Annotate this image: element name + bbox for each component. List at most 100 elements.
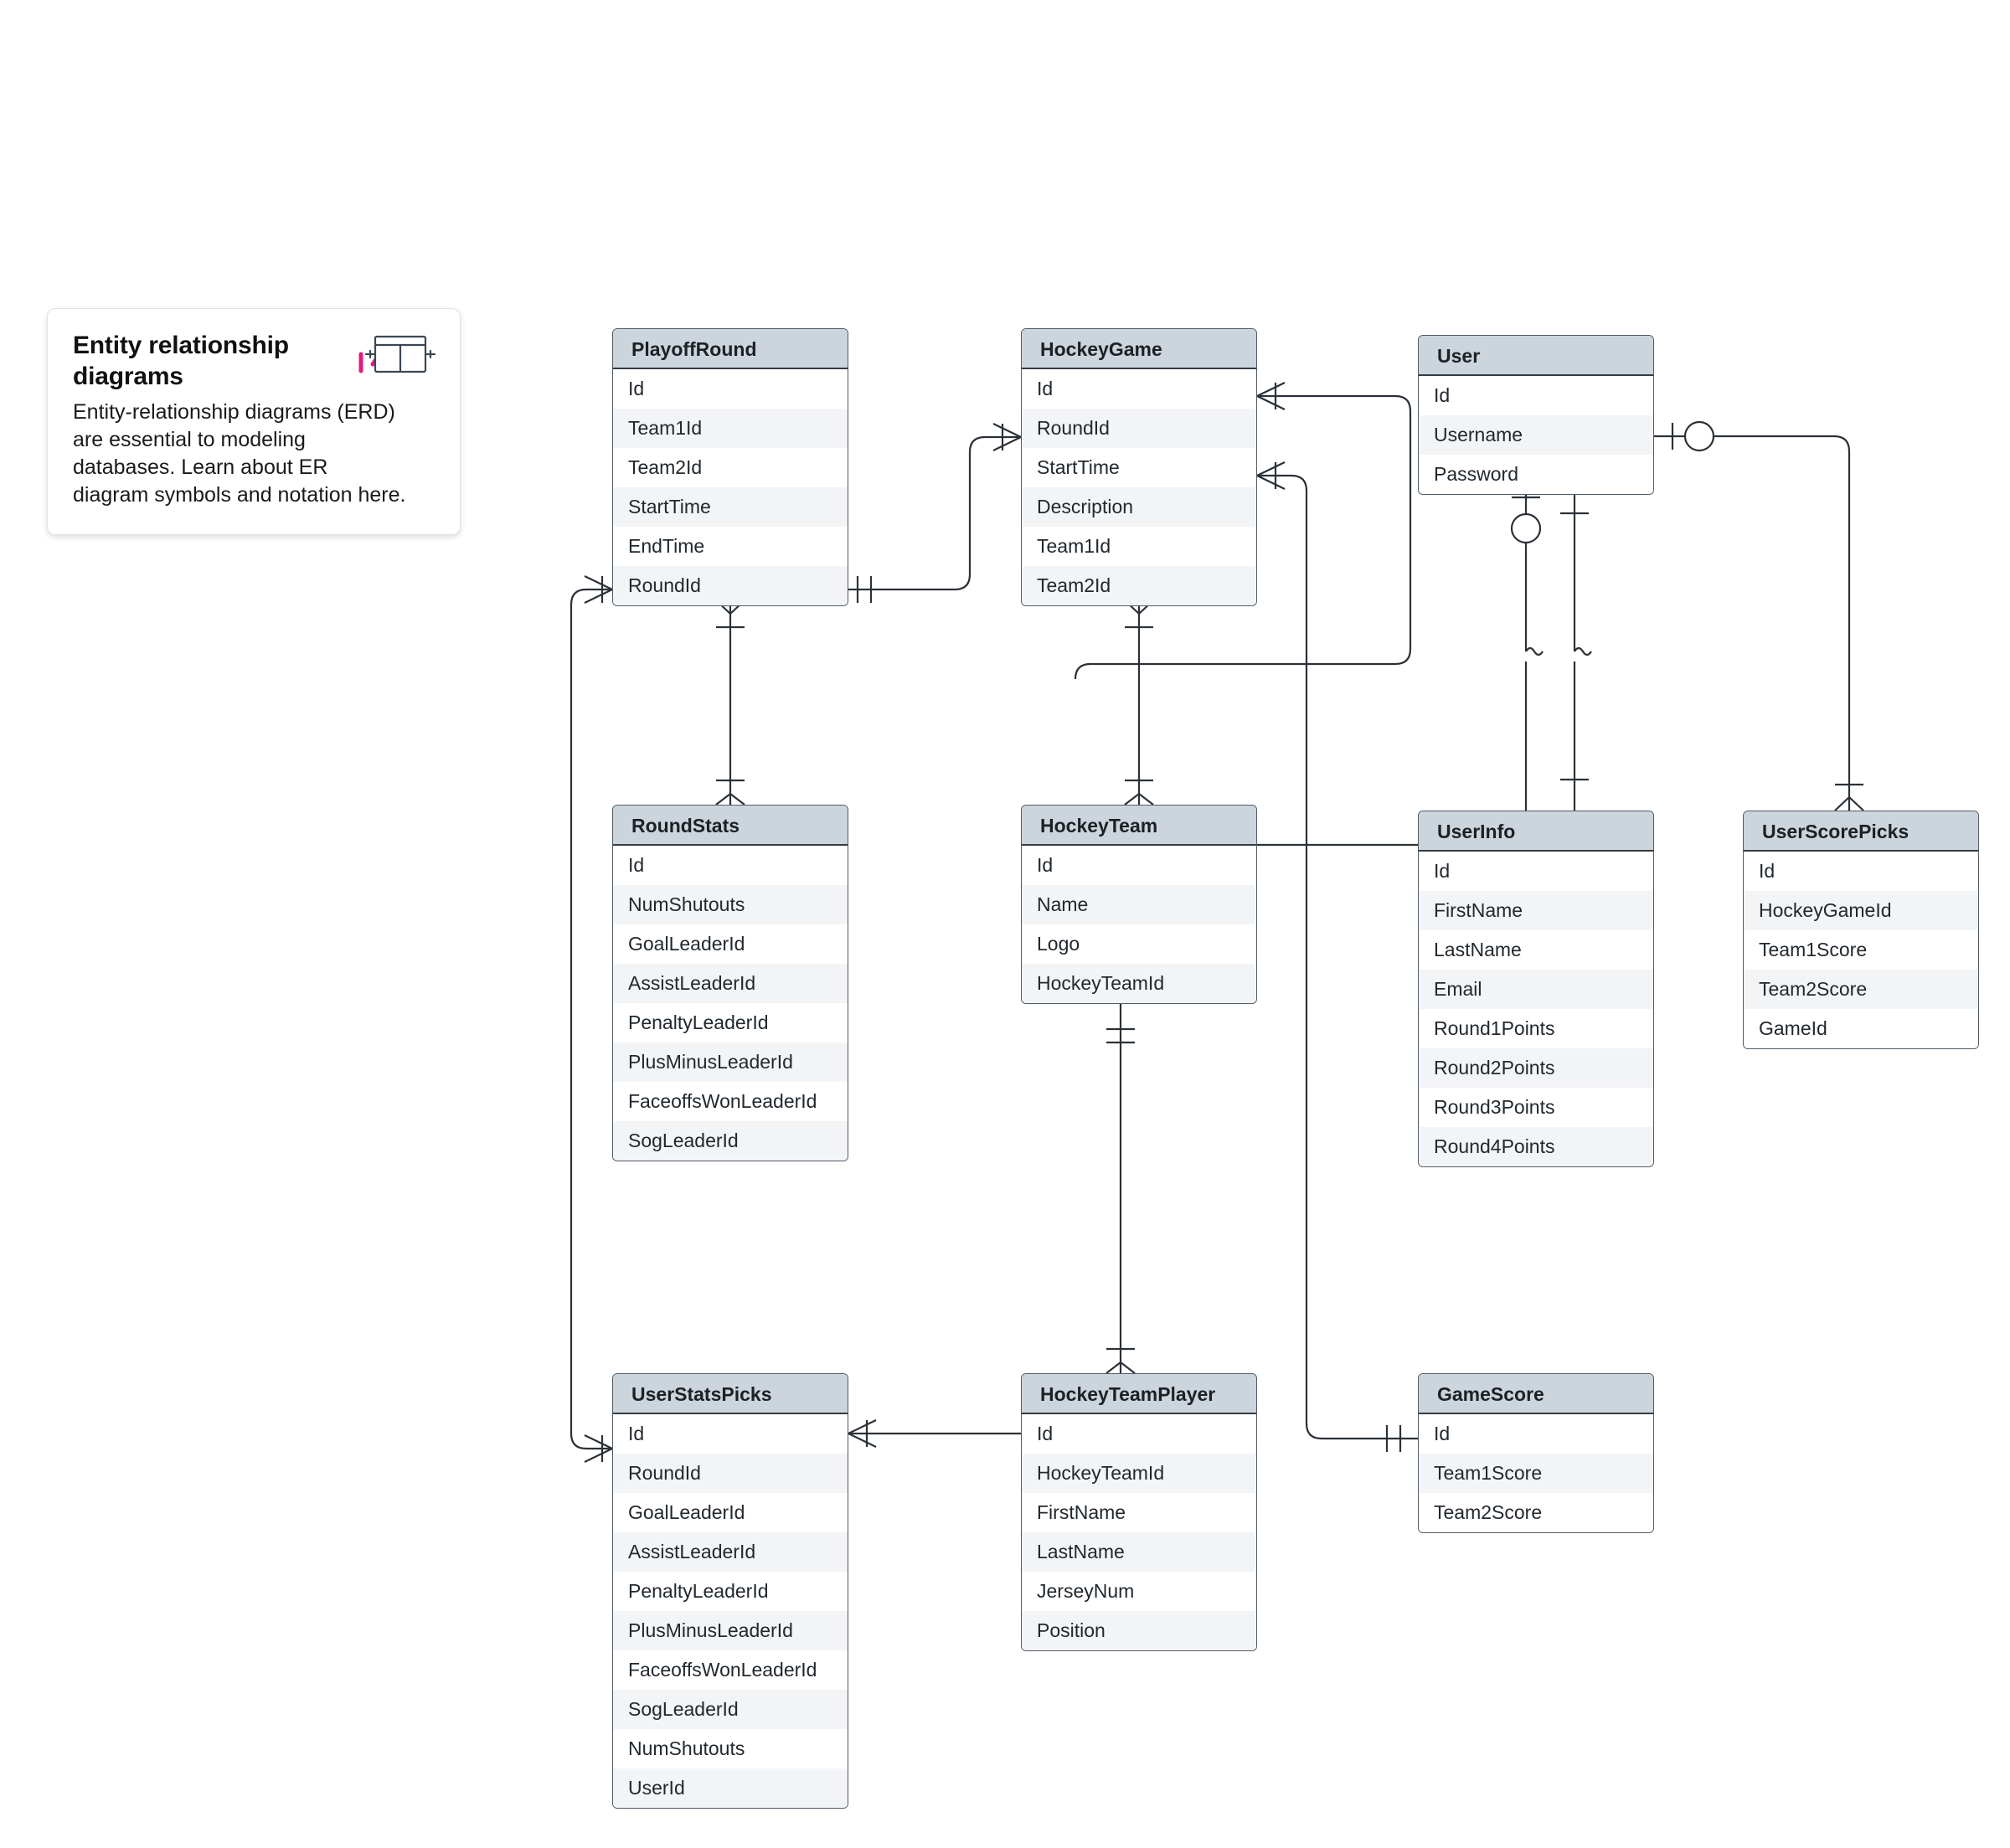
entity-field[interactable]: FirstName: [1419, 891, 1653, 930]
entity-field[interactable]: Username: [1419, 415, 1653, 455]
entity-field[interactable]: Round2Points: [1419, 1048, 1653, 1088]
entity-field[interactable]: PenaltyLeaderId: [613, 1003, 848, 1042]
er-table-icon: [364, 335, 436, 373]
entity-field[interactable]: AssistLeaderId: [613, 964, 848, 1003]
relationship-user-userscorepicks: [1654, 420, 1864, 811]
entity-title: UserStatsPicks: [613, 1374, 848, 1414]
entity-field[interactable]: Logo: [1022, 924, 1256, 964]
info-card: Entity relationship diagrams Entity-rela…: [47, 308, 461, 536]
entity-title: HockeyGame: [1022, 329, 1256, 369]
entity-field[interactable]: UserId: [613, 1768, 848, 1808]
entity-title: HockeyTeamPlayer: [1022, 1374, 1256, 1414]
entity-field[interactable]: Id: [1022, 369, 1256, 409]
entity-field[interactable]: Team2Id: [613, 448, 848, 487]
relationship-userstatspicks-hockeyteamplayer: [848, 1419, 1021, 1448]
entity-field[interactable]: NumShutouts: [613, 1729, 848, 1768]
entity-field[interactable]: Team1Id: [1022, 527, 1256, 566]
entity-field[interactable]: NumShutouts: [613, 885, 848, 924]
entity-field[interactable]: PlusMinusLeaderId: [613, 1042, 848, 1082]
entity-field[interactable]: Id: [613, 846, 848, 885]
entity-field[interactable]: HockeyTeamId: [1022, 964, 1256, 1003]
entity-field[interactable]: FaceoffsWonLeaderId: [613, 1082, 848, 1121]
entity-field[interactable]: PenaltyLeaderId: [613, 1572, 848, 1611]
entity-field[interactable]: Team1Score: [1744, 930, 1978, 970]
entity-field[interactable]: SogLeaderId: [613, 1690, 848, 1729]
entity-field[interactable]: Team2Score: [1419, 1493, 1653, 1532]
entity-field[interactable]: EndTime: [613, 527, 848, 566]
entity-title: RoundStats: [613, 806, 848, 846]
entity-field[interactable]: Team2Score: [1744, 970, 1978, 1009]
entity-field[interactable]: Id: [1022, 846, 1256, 885]
entity-title: GameScore: [1419, 1374, 1653, 1414]
entity-field[interactable]: AssistLeaderId: [613, 1532, 848, 1572]
entity-title: HockeyTeam: [1022, 806, 1256, 846]
info-card-body: Entity-relationship diagrams (ERD) are e…: [73, 400, 406, 507]
entity-field[interactable]: PlusMinusLeaderId: [613, 1611, 848, 1650]
entity-field[interactable]: Round1Points: [1419, 1009, 1653, 1048]
entity-field[interactable]: StartTime: [1022, 448, 1256, 487]
entity-field[interactable]: GoalLeaderId: [613, 1493, 848, 1532]
entity-field[interactable]: Team2Id: [1022, 566, 1256, 605]
entity-field[interactable]: Position: [1022, 1611, 1256, 1650]
entity-field[interactable]: RoundId: [613, 566, 848, 605]
relationship-hockeygame-hockeyteam: [1124, 600, 1154, 806]
entity-field[interactable]: Name: [1022, 885, 1256, 924]
entity-field[interactable]: StartTime: [613, 487, 848, 527]
entity-field[interactable]: FaceoffsWonLeaderId: [613, 1650, 848, 1690]
relationship-hockeygame-gamescore: [1256, 461, 1418, 1452]
entity-field[interactable]: Id: [1744, 852, 1978, 891]
entity-field[interactable]: Id: [1419, 1414, 1653, 1454]
entity-field[interactable]: Id: [1419, 376, 1653, 415]
entity-field[interactable]: Id: [613, 369, 848, 409]
entity-field[interactable]: Round3Points: [1419, 1088, 1653, 1127]
entity-title: UserScorePicks: [1744, 811, 1978, 852]
relationship-user-userinfo-a: [1510, 478, 1544, 811]
entity-field[interactable]: FirstName: [1022, 1493, 1256, 1532]
relationship-user-userinfo-b: [1560, 478, 1592, 811]
entity-field[interactable]: RoundId: [1022, 409, 1256, 448]
entity-title: User: [1419, 336, 1653, 376]
entity-field[interactable]: Email: [1419, 970, 1653, 1009]
entity-field[interactable]: SogLeaderId: [613, 1121, 848, 1161]
entity-field[interactable]: LastName: [1022, 1532, 1256, 1572]
relationship-playoffround-roundstats: [715, 600, 745, 806]
entity-field[interactable]: Description: [1022, 487, 1256, 527]
entity-field[interactable]: HockeyTeamId: [1022, 1454, 1256, 1493]
entity-field[interactable]: HockeyGameId: [1744, 891, 1978, 930]
entity-field[interactable]: Id: [1022, 1414, 1256, 1454]
entity-field[interactable]: LastName: [1419, 930, 1653, 970]
entity-field[interactable]: Id: [1419, 852, 1653, 891]
entity-title: UserInfo: [1419, 811, 1653, 852]
entity-field[interactable]: Round4Points: [1419, 1127, 1653, 1166]
entity-field[interactable]: RoundId: [613, 1454, 848, 1493]
entity-field[interactable]: GameId: [1744, 1009, 1978, 1048]
entity-field[interactable]: Team1Score: [1419, 1454, 1653, 1493]
relationship-playoffround-userstatspicks: [570, 575, 613, 1463]
entity-field[interactable]: GoalLeaderId: [613, 924, 848, 964]
entity-field[interactable]: JerseyNum: [1022, 1572, 1256, 1611]
entity-field[interactable]: Id: [613, 1414, 848, 1454]
entity-title: PlayoffRound: [613, 329, 848, 369]
entity-field[interactable]: Password: [1419, 455, 1653, 494]
relationship-playoffround-hockeygame: [848, 423, 1022, 603]
entity-field[interactable]: Team1Id: [613, 409, 848, 448]
